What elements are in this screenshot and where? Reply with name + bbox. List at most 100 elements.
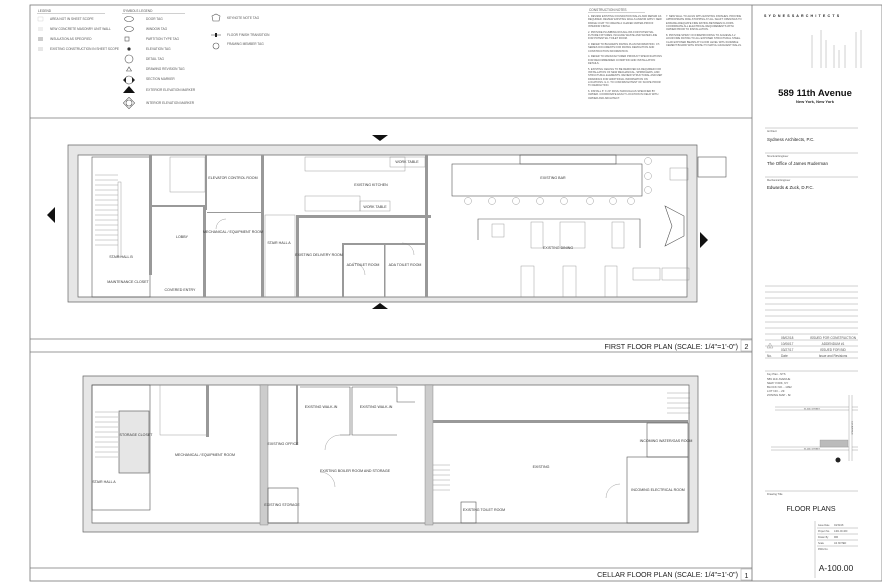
wall (259, 384, 269, 526)
stair-treads (95, 411, 118, 458)
wall (424, 384, 434, 526)
exterior-elevation-marker-icon (372, 135, 388, 141)
construction-note: 5. EXISTING CEILING TO BE REMOVED AS REQ… (588, 67, 663, 88)
street-label: W 44th STREET (804, 448, 821, 451)
dining-banquette (477, 218, 641, 248)
wall (205, 155, 207, 210)
legend-label: NEW CONCRETE MASONRY UNIT WALL (50, 27, 111, 31)
mech-pad (159, 384, 209, 436)
revision-header: No. Date Issue and Revisions (767, 354, 848, 358)
legend-item: NEW CONCRETE MASONRY UNIT WALL (38, 27, 111, 31)
sheet-border (29, 4, 882, 582)
consultant-role: Mechanical Engineer (767, 179, 791, 182)
firm-logo: S Y D N E S S A R C H I T E C T S (764, 14, 840, 18)
floor-transition-icon (211, 33, 221, 37)
stair-hall-a-outline (91, 384, 151, 511)
revision-no: 1 (769, 346, 771, 349)
stair (433, 392, 690, 491)
key-plan-line: 589 11th AVENUE (767, 377, 790, 381)
key-plan-label: Key Plan - NTS (767, 372, 786, 376)
symbol-label: FRAMING MEMBER TAG (227, 42, 264, 46)
elevator-shaft (169, 156, 206, 193)
legend-label: INSULATION AS SPECIFIED (50, 37, 92, 41)
sheet-info: Issue Date 04/19/18 Project No. 1401.00.… (817, 524, 858, 551)
revision-header-date: Date (781, 354, 788, 358)
legend-label: EXISTING CONSTRUCTION IN SHEET SCOPE (50, 47, 119, 51)
room-label: MECHANICAL / EQUIPMENT ROOM (175, 453, 235, 457)
wall (152, 205, 205, 207)
consultant-name: Edwards & Zuck, D.P.C. (767, 185, 814, 190)
plan-number: 1 (745, 573, 749, 580)
revision-date: 03/27/17 (781, 348, 794, 352)
symbol-label: WINDOW TAG (146, 27, 168, 31)
room-label: EXISTING OFFICE (268, 442, 300, 446)
room-label: EXISTING DINING (543, 246, 574, 250)
room-label: STAIR HALL B (109, 255, 133, 259)
revision-triangle-icon (125, 66, 133, 72)
work-table-1 (389, 156, 426, 168)
room-label: EXISTING WALK-IN (305, 405, 338, 409)
wall (261, 155, 264, 297)
wall (149, 155, 152, 275)
sheet-number: A-100.00 (819, 563, 854, 573)
street-label: W 45th STREET (804, 408, 821, 411)
legend-swatch (38, 47, 43, 51)
info-label: Issue Date (818, 524, 830, 527)
plan-title: CELLAR FLOOR PLAN (SCALE: 1/4"=1'-0") (597, 570, 738, 579)
consultant-role: Architect (767, 130, 777, 133)
construction-note: 3. REFER TO BUILDER'S PAVING PLAN INFORM… (588, 43, 661, 53)
walk-in-2 (351, 386, 415, 436)
construction-note: 4. REFER TO MANUFACTURER PRODUCT SPECIFI… (588, 55, 662, 66)
water-gas-room-outline (646, 422, 689, 458)
room-label: MAINTENANCE CLOSET (107, 280, 149, 284)
revision-issue: ISSUED FOR CONSTRUCTION (810, 336, 857, 340)
exterior-wall (67, 144, 698, 303)
room-label: COVERED ENTRY (165, 288, 196, 292)
walk-in-1 (300, 386, 351, 436)
room-label: EXISTING BAR (540, 176, 566, 180)
room-label: STORAGE CLOSET (120, 433, 154, 437)
dining-tables (491, 167, 690, 298)
info-value: AS NOTED (834, 542, 846, 545)
stair-treads (95, 174, 122, 258)
exterior-elevation-marker-icon (700, 232, 708, 248)
consultant-name: The Office of James Ruderman (767, 161, 828, 166)
key-plan-line: BLOCK NO. - 1092 (767, 385, 792, 389)
info-label: Scale (818, 542, 825, 545)
notes-title: CONSTRUCTION NOTES (589, 8, 627, 12)
symbol-label: KEYNOTE NOTE TAG (227, 16, 260, 20)
bar-back-counter (519, 154, 617, 165)
room-label: EXISTING KITCHEN (354, 183, 388, 187)
project-title: 589 11th Avenue (778, 88, 852, 99)
revision-date: 05/02/18 (781, 336, 794, 340)
work-table-2 (359, 200, 391, 212)
info-value: 04/19/18 (834, 524, 844, 527)
exterior-elevation-marker-icon (123, 86, 135, 93)
revision-date: 10/06/17 (781, 342, 794, 346)
bar-stools (464, 157, 652, 205)
room-label: EXISTING TOILET ROOM (463, 508, 505, 512)
symbol-label: ELEVATION TAG (146, 47, 171, 51)
legend-item: AREA NOT IN SHEET SCOPE (37, 16, 94, 22)
street-lines (771, 395, 858, 461)
symbols-legend-title: SYMBOLS LEGEND (123, 9, 153, 13)
room-label: WORK TABLE (363, 205, 387, 209)
room-label: INCOMING ELECTRICAL ROOM (631, 488, 685, 492)
revision-row: 03/27/17 ISSUED FOR BID (781, 348, 847, 352)
drawing-title-label: Drawing Title (767, 492, 783, 496)
room-label: EXISTING (533, 465, 550, 469)
info-label: Project No. (818, 530, 830, 533)
info-label: Drawn By (818, 536, 829, 539)
construction-note: 6. INSTALL 6" X 20" PASS-THROUGH AS SPEC… (588, 90, 659, 100)
symbol-label: DETAIL TAG (146, 57, 164, 61)
room-label: EXISTING DELIVERY ROOM (295, 253, 343, 257)
exterior-stair (697, 156, 727, 178)
bar-counter (451, 163, 643, 197)
revision-table-lines (765, 285, 858, 359)
revision-triangle-icon (766, 342, 774, 349)
legend-swatch (38, 27, 43, 31)
construction-note: 8. PROVIDE SPRAY ON FIREPROOFING TO ACHI… (666, 33, 742, 47)
symbol-label: SECTION MARKER (146, 77, 175, 81)
drawing-title: FLOOR PLANS (786, 506, 835, 513)
wall (203, 205, 206, 297)
